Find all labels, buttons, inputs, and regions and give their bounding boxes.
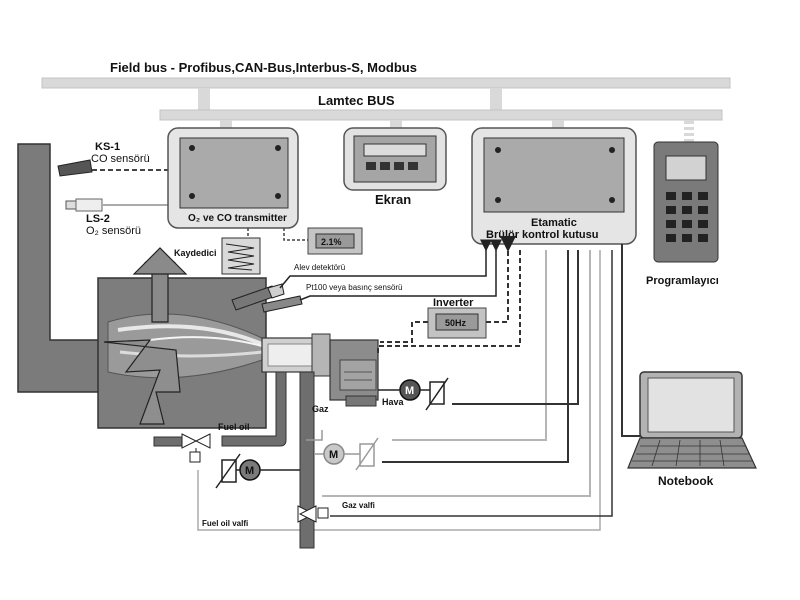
gas-motor-symbol: M xyxy=(329,449,338,461)
fuel-oil-line: Fuel oil Fuel oil valfi xyxy=(153,371,287,528)
lamtec-bus: Lamtec BUS xyxy=(159,93,723,142)
flue-gas-arrow xyxy=(132,247,188,323)
burner xyxy=(261,333,379,407)
inverter-display: 50Hz xyxy=(445,318,467,328)
oil-motor-symbol: M xyxy=(245,465,254,477)
flame-detector-label: Alev detektörü xyxy=(294,263,345,272)
gas-servo-motor: M xyxy=(306,430,379,471)
fuel-oil-label: Fuel oil xyxy=(218,422,250,432)
o2-sensor: LS-2 O₂ sensörü xyxy=(65,198,141,237)
lamtec-bus-label: Lamtec BUS xyxy=(318,93,395,108)
pt100-label: Pt100 veya basınç sensörü xyxy=(306,283,403,292)
ks1-name: CO sensörü xyxy=(91,153,150,165)
inverter-label: Inverter xyxy=(433,297,474,309)
air-motor-symbol: M xyxy=(405,385,414,397)
ls2-tag: LS-2 xyxy=(86,213,110,225)
gas-line: Gaz Gaz valfi xyxy=(297,371,375,549)
stack xyxy=(17,143,101,393)
etamatic-controller: Etamatic Brülör kontrol kutusu xyxy=(471,127,637,245)
programmer-label: Programlayıcı xyxy=(646,275,719,287)
transmitter-label: O₂ ve CO transmitter xyxy=(188,213,287,224)
screen-label: Ekran xyxy=(375,192,411,207)
notebook-label: Notebook xyxy=(658,474,714,488)
programmer-device: Programlayıcı xyxy=(646,141,719,287)
etamatic-label-1: Etamatic xyxy=(531,217,577,229)
gas-valve-label: Gaz valfi xyxy=(342,501,375,510)
field-bus: Field bus - Profibus,CAN-Bus,Interbus-S,… xyxy=(41,60,731,112)
air-label: Hava xyxy=(382,397,405,407)
ls2-name: O₂ sensörü xyxy=(86,225,141,237)
co-sensor: KS-1 CO sensörü xyxy=(57,141,150,177)
air-fan-motor: M Hava xyxy=(378,377,449,411)
oil-servo-motor: M xyxy=(215,453,300,489)
pt100-sensor xyxy=(261,295,303,313)
o2-display-value: 2.1% xyxy=(321,237,342,247)
fuel-oil-valve-label: Fuel oil valfi xyxy=(202,519,248,528)
ks1-tag: KS-1 xyxy=(95,141,120,153)
screen-device: Ekran xyxy=(343,127,447,207)
o2-co-transmitter: O₂ ve CO transmitter xyxy=(167,127,299,229)
recorder-label: Kaydedici xyxy=(174,248,217,258)
gas-label: Gaz xyxy=(312,404,329,414)
o2-display: 2.1% xyxy=(307,227,363,255)
recorder: Kaydedici xyxy=(174,237,261,275)
flame-gas-arrow xyxy=(103,339,181,425)
etamatic-label-2: Brülör kontrol kutusu xyxy=(486,229,598,241)
inverter: Inverter 50Hz xyxy=(427,297,487,339)
field-bus-label: Field bus - Profibus,CAN-Bus,Interbus-S,… xyxy=(110,60,417,75)
notebook: Notebook xyxy=(627,371,757,488)
